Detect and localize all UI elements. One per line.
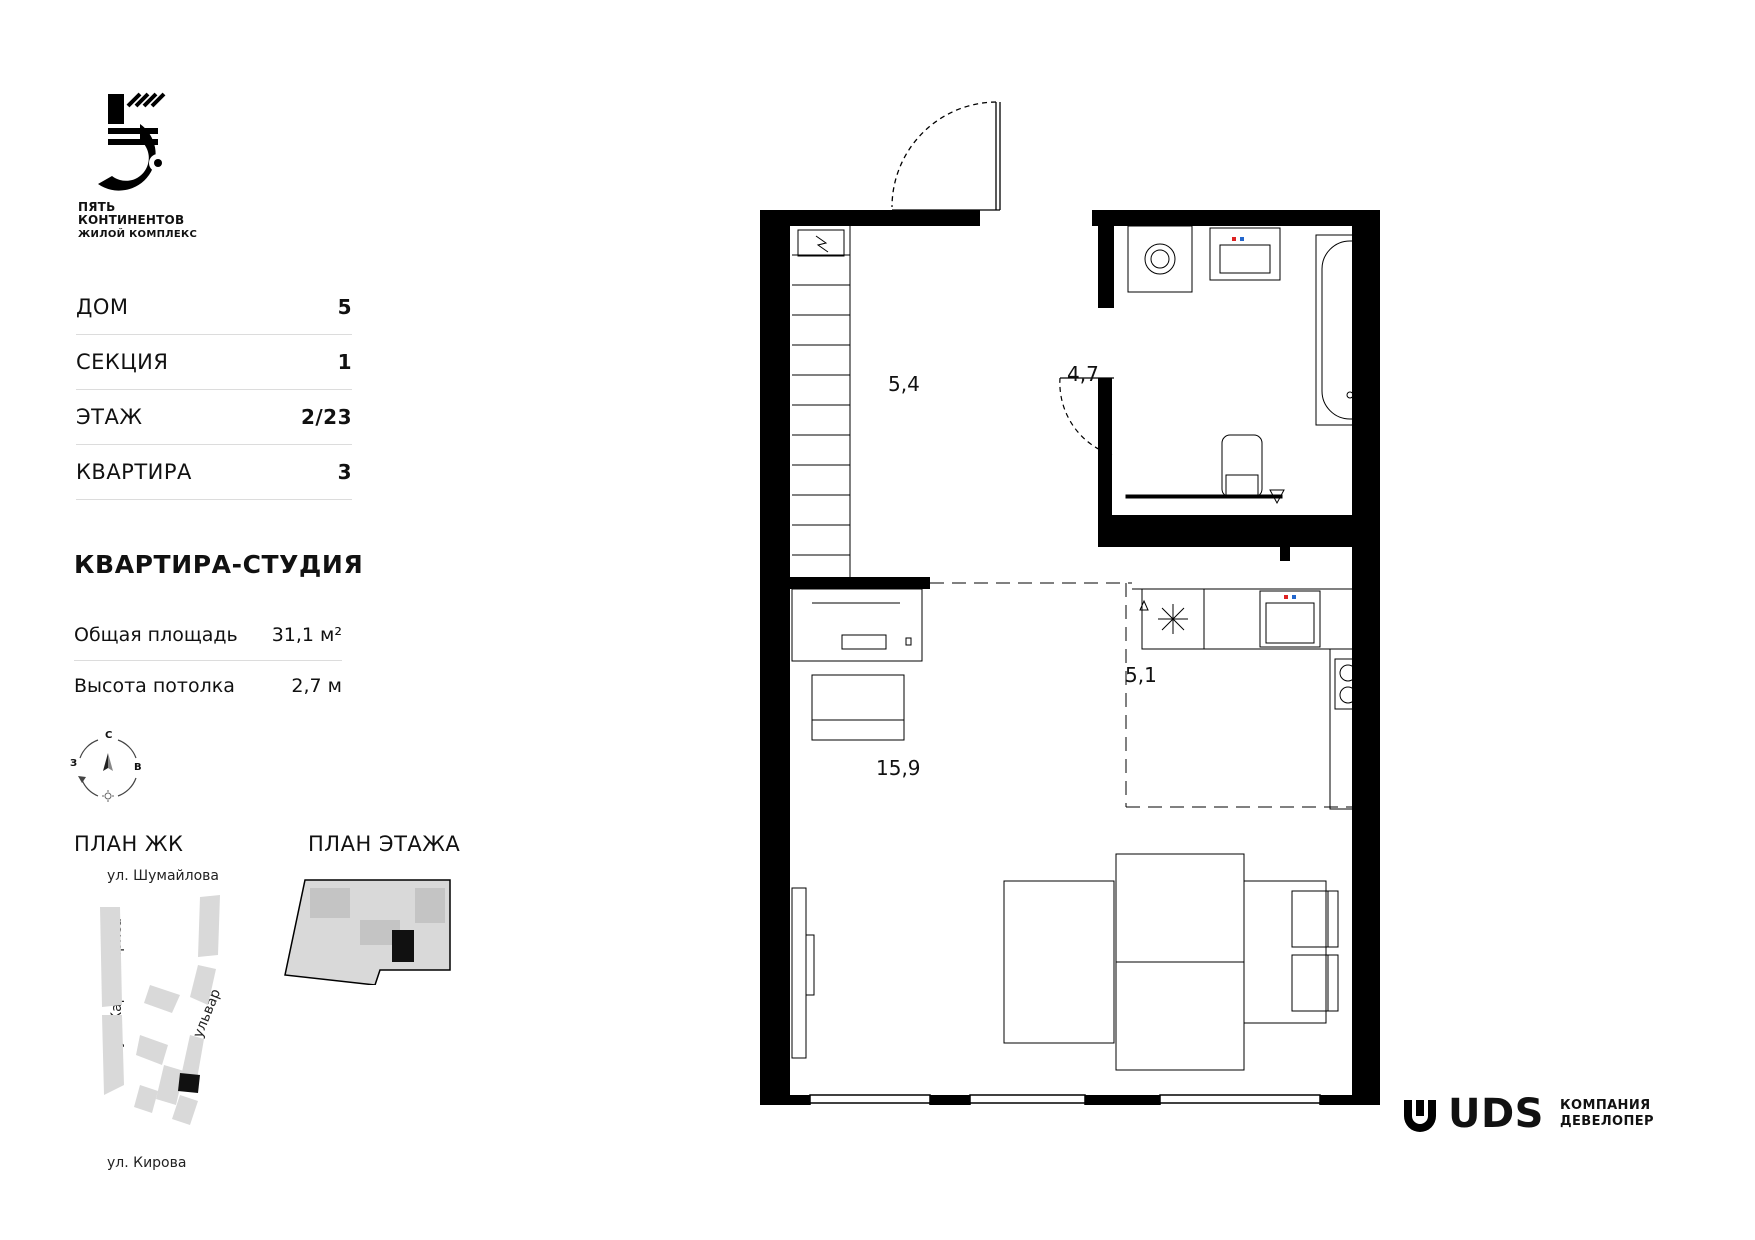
area-table: Общая площадь 31,1 м² Высота потолка 2,7…: [74, 610, 342, 711]
developer-caption-line-1: КОМПАНИЯ: [1560, 1098, 1651, 1113]
logo-line-2: КОНТИНЕНТОВ: [78, 213, 185, 227]
logo-line-1: ПЯТЬ: [78, 200, 116, 214]
info-table: ДОМ 5 СЕКЦИЯ 1 ЭТАЖ 2/23 КВАРТИРА 3: [76, 280, 352, 500]
info-label: СЕКЦИЯ: [76, 350, 169, 374]
room-area-bathroom: 4,7: [1067, 362, 1099, 386]
info-row-section: СЕКЦИЯ 1: [76, 335, 352, 390]
complex-logo: ПЯТЬ КОНТИНЕНТОВ ЖИЛОЙ КОМПЛЕКС: [78, 92, 208, 242]
area-label: Общая площадь: [74, 624, 238, 646]
area-row-total: Общая площадь 31,1 м²: [74, 610, 342, 661]
room-area-kitchen: 5,1: [1125, 663, 1157, 687]
logo-line-3: ЖИЛОЙ КОМПЛЕКС: [78, 229, 198, 240]
room-area-hallway: 5,4: [888, 372, 920, 396]
developer-logo: UDS КОМПАНИЯ ДЕВЕЛОПЕР: [1402, 1092, 1654, 1136]
uds-mark-icon: [1404, 1100, 1436, 1132]
compass-icon: [78, 739, 137, 802]
floor-plan-title: ПЛАН ЭТАЖА: [308, 832, 461, 856]
compass-west: З: [70, 758, 78, 769]
apartment-floor-plan: [760, 101, 1380, 1105]
five-logo-icon: [98, 92, 167, 191]
info-label: ЭТАЖ: [76, 405, 143, 429]
floor-plan-highlight: [392, 930, 414, 962]
site-plan-highlight: [178, 1073, 200, 1093]
developer-name: UDS: [1448, 1091, 1544, 1137]
compass-north: С: [105, 730, 113, 741]
info-value: 1: [337, 350, 352, 374]
apartment-type-title: КВАРТИРА-СТУДИЯ: [74, 550, 364, 579]
area-value: 2,7 м: [291, 675, 342, 697]
site-plan-title: ПЛАН ЖК: [74, 832, 184, 856]
info-label: ДОМ: [76, 295, 129, 319]
room-area-living: 15,9: [876, 756, 921, 780]
developer-caption: КОМПАНИЯ ДЕВЕЛОПЕР: [1560, 1098, 1654, 1130]
info-row-house: ДОМ 5: [76, 280, 352, 335]
floor-plan-map: [284, 879, 451, 985]
compass: С З В: [68, 728, 148, 808]
site-plan-map: [100, 895, 220, 1125]
info-row-floor: ЭТАЖ 2/23: [76, 390, 352, 445]
developer-caption-line-2: ДЕВЕЛОПЕР: [1560, 1114, 1654, 1129]
street-top-label: ул. Шумайлова: [107, 868, 219, 884]
street-bottom-label: ул. Кирова: [107, 1155, 187, 1171]
area-label: Высота потолка: [74, 675, 235, 697]
info-value: 5: [337, 295, 352, 319]
area-row-ceiling: Высота потолка 2,7 м: [74, 661, 342, 711]
info-row-apartment: КВАРТИРА 3: [76, 445, 352, 500]
compass-east: В: [134, 762, 142, 773]
info-value: 2/23: [300, 405, 352, 429]
area-value: 31,1 м²: [271, 624, 342, 646]
info-value: 3: [337, 460, 352, 484]
info-label: КВАРТИРА: [76, 460, 192, 484]
